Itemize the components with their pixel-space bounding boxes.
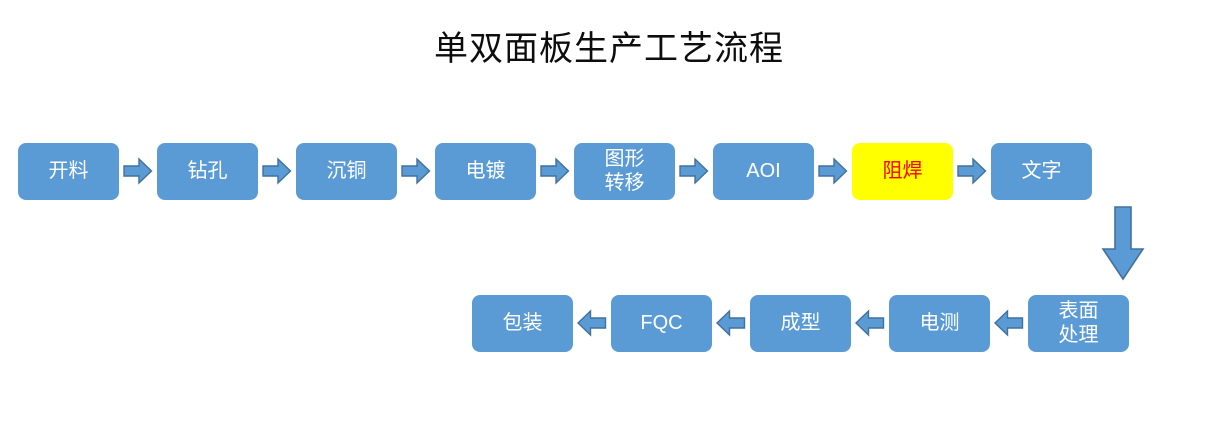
arrow-right-icon [397, 151, 435, 191]
process-node[interactable]: 阻焊 [852, 142, 953, 200]
arrow-right-icon [258, 151, 296, 191]
arrow-right-icon [675, 151, 713, 191]
arrow-left-icon [851, 303, 889, 343]
process-node[interactable]: 钻孔 [157, 142, 258, 200]
process-row-lower: 包装 FQC 成型电测表面 处理 [472, 294, 1129, 352]
process-node[interactable]: 沉铜 [296, 142, 397, 200]
page-title: 单双面板生产工艺流程 [434, 31, 784, 68]
process-row-upper: 开料钻孔沉铜电镀图形 转移 AOI 阻焊文字 [18, 142, 1092, 200]
process-node[interactable]: 文字 [991, 142, 1092, 200]
process-node[interactable]: 开料 [18, 142, 119, 200]
process-node[interactable]: AOI [713, 142, 814, 200]
arrow-right-icon [119, 151, 157, 191]
process-node[interactable]: 表面 处理 [1028, 294, 1129, 352]
process-node[interactable]: 成型 [750, 294, 851, 352]
arrow-right-icon [953, 151, 991, 191]
process-node[interactable]: 电测 [889, 294, 990, 352]
process-node[interactable]: 图形 转移 [574, 142, 675, 200]
arrow-left-icon [712, 303, 750, 343]
arrow-right-icon [814, 151, 852, 191]
arrow-left-icon [573, 303, 611, 343]
arrow-right-icon [536, 151, 574, 191]
process-node[interactable]: 电镀 [435, 142, 536, 200]
arrow-down-icon [1101, 205, 1145, 283]
process-node[interactable]: 包装 [472, 294, 573, 352]
arrow-left-icon [990, 303, 1028, 343]
process-node[interactable]: FQC [611, 294, 712, 352]
